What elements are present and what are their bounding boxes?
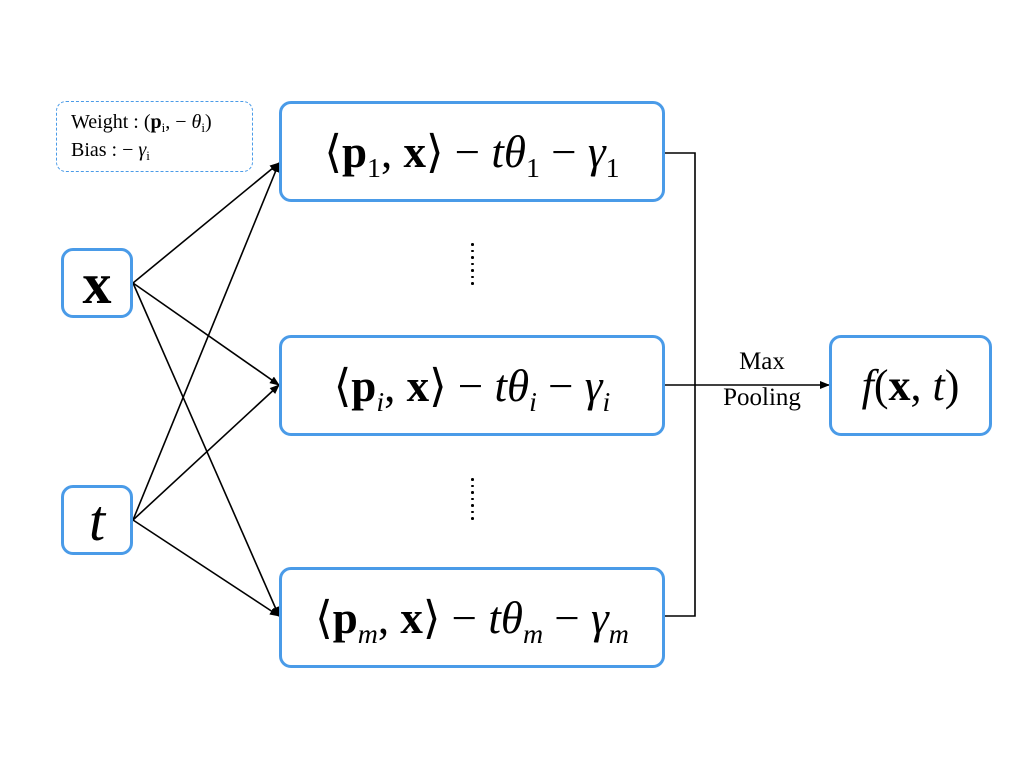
neuron-1: ⟨p1, x⟩ − tθ1 − γ1 [279,101,665,202]
neuron-i-formula: ⟨pi, x⟩ − tθi − γi [333,361,611,418]
edge-x-to-neuron-1 [132,162,280,284]
vertical-ellipsis-lower [471,478,475,524]
pooling-label-line2: Pooling [723,384,801,411]
neuron-i: ⟨pi, x⟩ − tθi − γi [279,335,665,436]
pooling-label-line1: Max [739,348,785,375]
vertical-ellipsis-upper [471,243,475,289]
edge-x-to-neuron-i [132,282,280,386]
weight-bias-note: Weight : (pi, − θi) Bias : − γi [56,101,253,172]
output-formula: f(x, t) [861,361,960,410]
neuron-m-formula: ⟨pm, x⟩ − tθm − γm [315,593,629,650]
neuron-1-formula: ⟨p1, x⟩ − tθ1 − γ1 [324,127,620,184]
edge-t-to-neuron-i [132,384,280,521]
bias-line: Bias : − γi [71,139,150,163]
input-x-label: x [82,250,112,316]
max-pooling-label: Max Pooling [700,347,824,413]
input-x-node: x [61,248,133,318]
edge-t-to-neuron-1 [132,162,280,521]
edge-t-to-neuron-m [132,519,280,617]
weight-line: Weight : (pi, − θi) [71,111,212,135]
output-node: f(x, t) [829,335,992,436]
neuron-m: ⟨pm, x⟩ − tθm − γm [279,567,665,668]
input-t-label: t [88,487,106,553]
input-t-node: t [61,485,133,555]
edge-x-to-neuron-m [132,282,280,617]
